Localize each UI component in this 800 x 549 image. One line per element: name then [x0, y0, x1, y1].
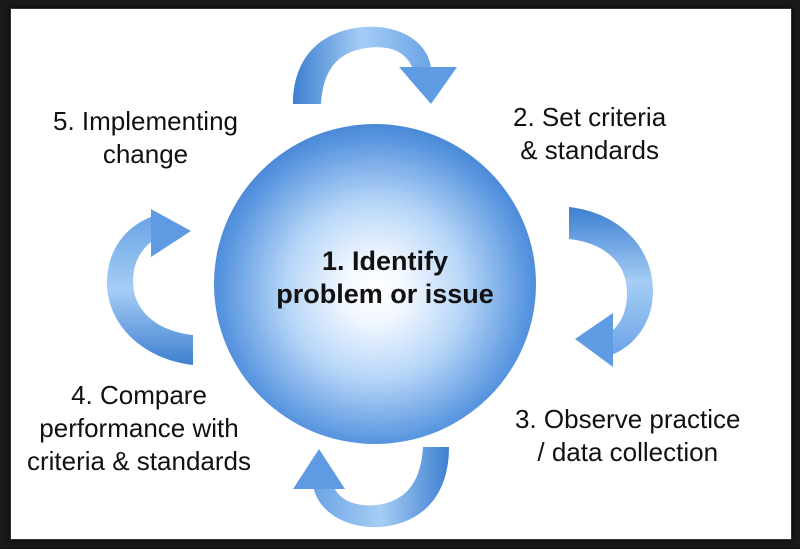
step-4-line2: performance with: [39, 413, 239, 443]
center-label: 1. Identify problem or issue: [235, 245, 535, 311]
center-circle: [214, 124, 536, 444]
step-2-line1: 2. Set criteria: [513, 102, 667, 132]
step-4-line3: criteria & standards: [27, 446, 251, 476]
step-2-label: 2. Set criteria & standards: [513, 101, 666, 167]
diagram-canvas: 1. Identify problem or issue 2. Set crit…: [10, 8, 792, 540]
step-5-label: 5. Implementing change: [53, 105, 238, 171]
center-label-line1: 1. Identify: [321, 246, 449, 276]
step-5-line1: 5. Implementing: [53, 106, 238, 136]
step-3-line2: / data collection: [537, 437, 719, 467]
center-label-line2: problem or issue: [276, 279, 494, 309]
step-4-label: 4. Compare performance with criteria & s…: [27, 379, 251, 478]
step-3-line1: 3. Observe practice: [515, 404, 741, 434]
arrow-right: [569, 207, 653, 367]
step-3-label: 3. Observe practice / data collection: [515, 403, 740, 469]
step-5-line2: change: [102, 139, 189, 169]
arrow-left: [107, 209, 193, 365]
arrow-top: [293, 26, 457, 104]
step-4-line1: 4. Compare: [71, 380, 207, 410]
arrow-bottom: [293, 447, 449, 528]
step-2-line2: & standards: [520, 135, 659, 165]
